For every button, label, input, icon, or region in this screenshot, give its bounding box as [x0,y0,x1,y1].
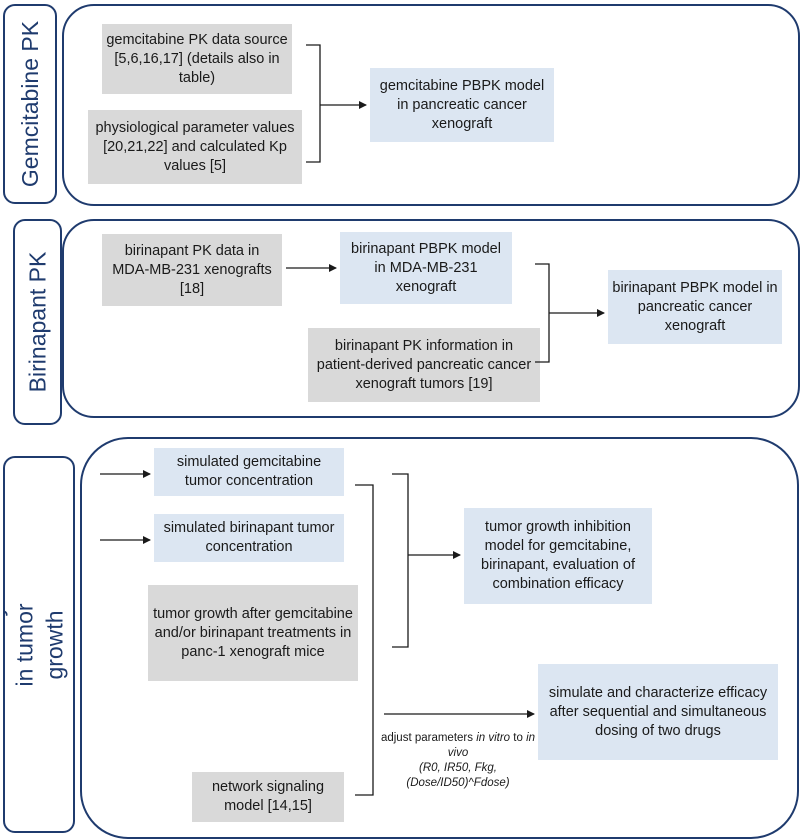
adjust-parameters-note: adjust parameters in vitro to in vivo (R… [380,732,536,789]
adjust-parameters-list: (R0, IR50, Fkg, (Dose/ID50)^Fdose) [406,762,510,789]
gemcitabine-pbpk-model-box: gemcitabine PBPK model in pancreatic can… [370,68,554,142]
long-bracket [355,484,374,796]
birinapant-mda-pbpk-model-box: birinapant PBPK model in MDA-MB-231 xeno… [340,232,512,304]
physiological-parameters-box: physiological parameter values [20,21,22… [88,110,302,184]
tumor-growth-data-box: tumor growth after gemcitabine and/or bi… [148,585,358,681]
efficacy-tab: Efficacy in tumor growth inhibition [3,456,75,833]
gemcitabine-pk-tab: Gemcitabine PK [3,4,57,204]
simulated-birinapant-box: simulated birinapant tumor concentration [154,514,344,562]
birinapant-pk-info-box: birinapant PK information in patient-der… [308,328,540,402]
simulate-efficacy-box: simulate and characterize efficacy after… [538,664,778,760]
tgi-model-box: tumor growth inhibition model for gemcit… [464,508,652,604]
gemcitabine-bracket [306,44,321,163]
tgi-bracket [392,473,409,648]
birinapant-pbpk-model-box: birinapant PBPK model in pancreatic canc… [608,270,782,344]
birinapant-pk-data-box: birinapant PK data in MDA-MB-231 xenogra… [102,234,282,306]
network-signaling-box: network signaling model [14,15] [192,772,344,822]
birinapant-bracket [535,263,550,363]
simulated-gemcitabine-box: simulated gemcitabine tumor concentratio… [154,448,344,496]
gemcitabine-pk-data-box: gemcitabine PK data source [5,6,16,17] (… [102,24,292,94]
birinapant-pk-tab: Birinapant PK [13,219,62,425]
